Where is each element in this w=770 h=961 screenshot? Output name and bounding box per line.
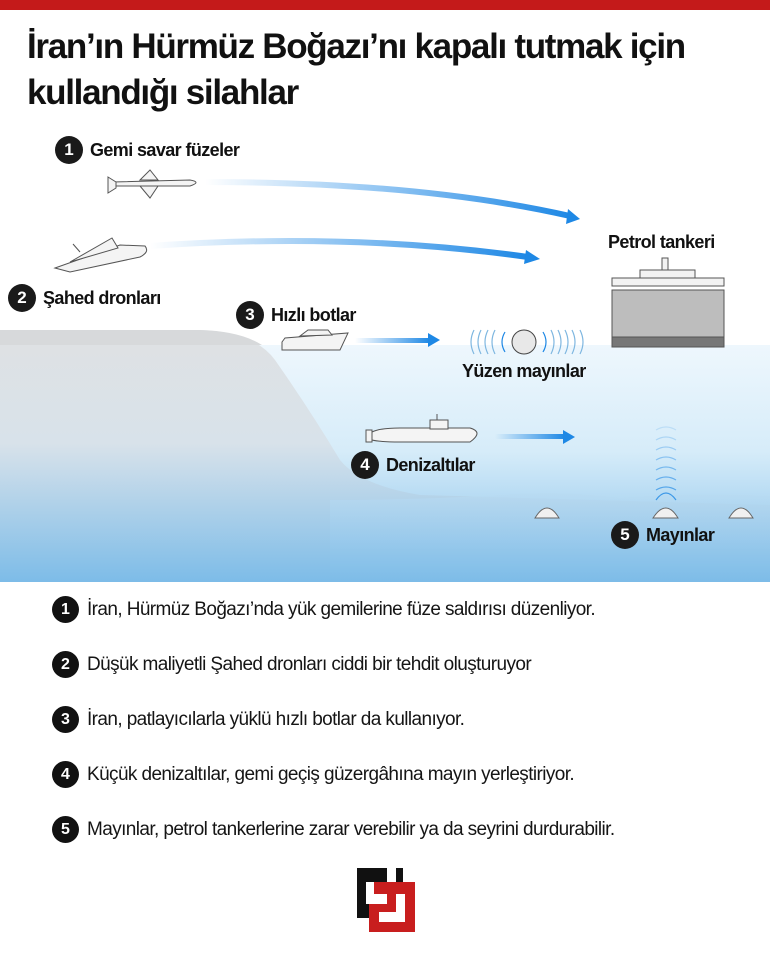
label-anti-ship-missiles: 1 Gemi savar füzeler <box>55 136 240 164</box>
number-badge: 3 <box>52 706 79 733</box>
number-badge: 1 <box>55 136 83 164</box>
number-badge: 2 <box>8 284 36 312</box>
submarine-arrow <box>495 430 575 444</box>
number-badge: 3 <box>236 301 264 329</box>
number-badge: 4 <box>52 761 79 788</box>
oil-tanker-icon <box>611 257 725 348</box>
top-accent-bar <box>0 0 770 10</box>
number-badge: 5 <box>611 521 639 549</box>
floating-mine-icon <box>470 329 584 355</box>
list-item: 2 Düşük maliyetli Şahed dronları ciddi b… <box>52 651 532 678</box>
list-item: 1 İran, Hürmüz Boğazı’nda yük gemilerine… <box>52 596 596 623</box>
boat-arrow <box>355 333 440 347</box>
label-floating-mines: Yüzen mayınlar <box>462 361 586 381</box>
label-submarines: 4 Denizaltılar <box>351 451 475 479</box>
diagram-background <box>0 169 770 582</box>
number-badge: 2 <box>52 651 79 678</box>
list-item: 4 Küçük denizaltılar, gemi geçiş güzergâ… <box>52 761 575 788</box>
boat-icon <box>281 329 349 351</box>
number-badge: 4 <box>351 451 379 479</box>
missile-arrow <box>204 179 580 224</box>
mine-signal-icon <box>655 426 677 501</box>
drone-arrow <box>149 237 540 264</box>
missile-icon <box>107 169 197 199</box>
label-fast-boats: 3 Hızlı botlar <box>236 301 356 329</box>
page-title: İran’ın Hürmüz Boğazı’nı kapalı tutmak i… <box>27 27 686 112</box>
label-shahed-drones: 2 Şahed dronları <box>8 284 161 312</box>
haberturk-logo-icon <box>357 868 415 932</box>
number-badge: 5 <box>52 816 79 843</box>
label-mines: 5 Mayınlar <box>611 521 715 549</box>
list-item: 5 Mayınlar, petrol tankerlerine zarar ve… <box>52 816 615 843</box>
number-badge: 1 <box>52 596 79 623</box>
label-oil-tanker: Petrol tankeri <box>608 232 715 252</box>
list-item: 3 İran, patlayıcılarla yüklü hızlı botla… <box>52 706 465 733</box>
submarine-icon <box>365 414 478 443</box>
seabed-mines-icons <box>534 507 754 519</box>
strait-diagram: 1 Gemi savar füzeler 2 Şahed dronları 3 … <box>0 120 770 582</box>
drone-icon <box>53 237 148 273</box>
